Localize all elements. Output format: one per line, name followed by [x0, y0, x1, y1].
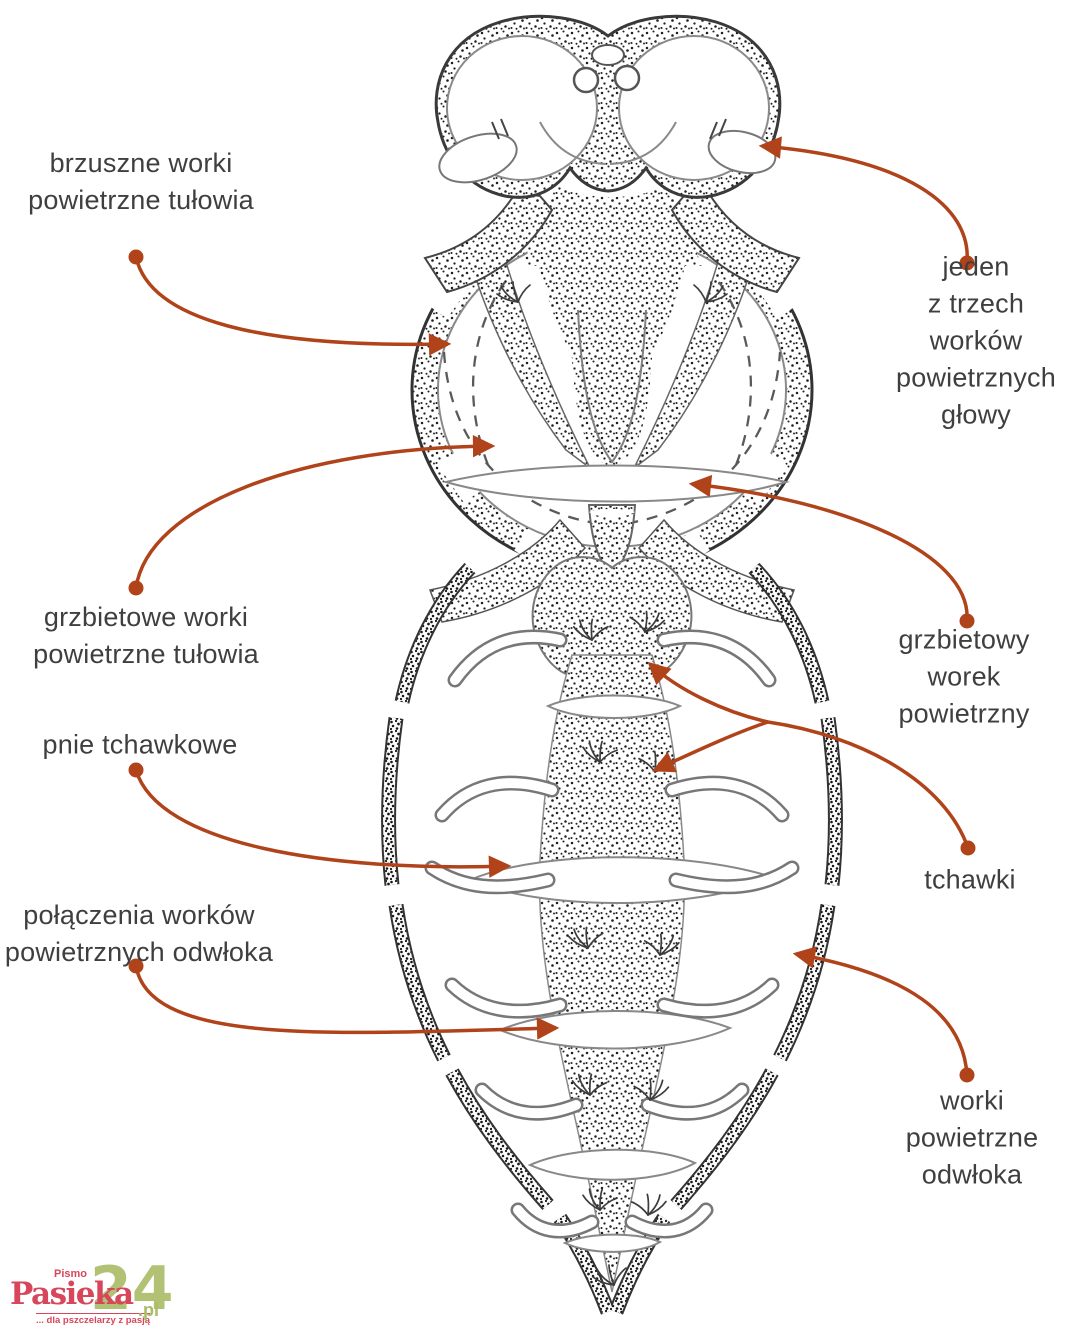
callout-polaczenia [128, 958, 560, 1040]
callout-worki [792, 946, 975, 1083]
ocellus-left [572, 66, 600, 94]
callout-tchawki [647, 661, 976, 856]
label-polaczenia-workow: połączenia worków powietrznych odwłoka [4, 900, 274, 967]
logo-tagline: ... dla pszczelarzy z pasją [36, 1313, 151, 1326]
ocellus-median [591, 44, 625, 66]
head-air-sac-left [438, 132, 518, 184]
label-jeden-z-trzech: jeden z trzech worków powietrznych głowy [896, 251, 1056, 430]
callout-pnie [128, 762, 512, 878]
abdomen-column [538, 654, 686, 1293]
logo-name: Pasieka [10, 1276, 134, 1312]
bee-abdomen [389, 556, 836, 1312]
pasieka24-logo: 24 Pismo Pasieka .pl ... dla pszczelarzy… [10, 1254, 230, 1332]
callout-jeden [758, 136, 975, 271]
label-brzuszne-worki: brzuszne worki powietrzne tułowia [28, 148, 254, 215]
callout-brzuszne [128, 249, 452, 356]
label-pnie-tchawkowe: pnie tchawkowe [42, 729, 238, 760]
label-tchawki: tchawki [924, 864, 1016, 895]
callout-arrows [128, 136, 976, 1083]
label-grzbietowe-worki: grzbietowe worki powietrzne tułowia [33, 602, 259, 669]
label-worki-powietrzne: worki powietrzne odwłoka [905, 1085, 1039, 1190]
bee-neck [423, 182, 801, 294]
logo-number: 24 [90, 1254, 174, 1324]
logo-tld: .pl [138, 1300, 159, 1320]
logo-pismo: Pismo [54, 1268, 88, 1280]
ocellus-right [613, 64, 641, 92]
callout-grzbietowy [688, 474, 975, 629]
label-grzbietowy-worek: grzbietowy worek powietrzny [898, 624, 1030, 729]
bee-head [434, 14, 782, 199]
callout-grzbietowe [128, 435, 496, 596]
